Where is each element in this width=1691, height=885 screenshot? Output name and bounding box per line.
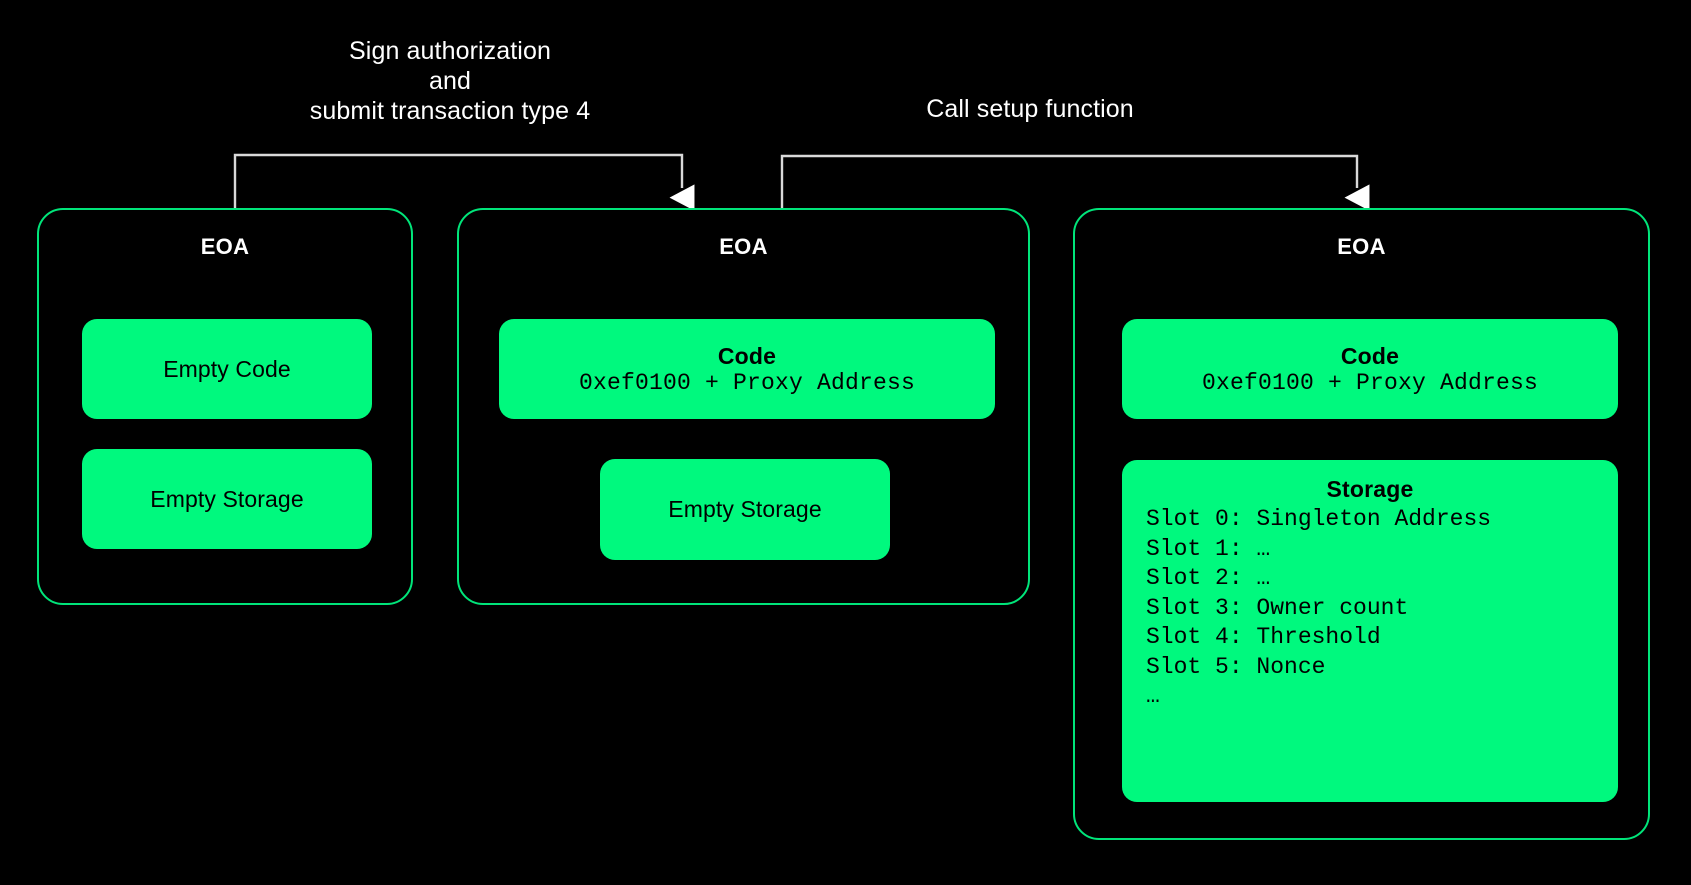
- box-code-delegation: Code 0xef0100 + Proxy Address: [499, 319, 995, 419]
- panel-title-eoa-3: EOA: [1337, 234, 1386, 259]
- box-storage-heading: Storage: [1326, 476, 1414, 502]
- eoa-panel-initialized: EOA Code 0xef0100 + Proxy Address Storag…: [1073, 208, 1650, 840]
- box-empty-storage: Empty Storage: [600, 459, 890, 560]
- step-label-call-setup-function: Call setup function: [926, 95, 1134, 123]
- storage-slot-line: …: [1146, 683, 1160, 709]
- step-label-sign-authorization: Sign authorization and submit transactio…: [309, 37, 591, 125]
- box-code-heading: Code: [1340, 342, 1400, 369]
- box-empty-code: Empty Code: [82, 319, 372, 419]
- arrow-step-1: [233, 153, 695, 211]
- storage-slot-line: Slot 0: Singleton Address: [1146, 506, 1492, 532]
- box-code-delegation-designator: 0xef0100 + Proxy Address: [578, 369, 916, 396]
- eoa-panel-initial: EOA Empty Code Empty Storage: [37, 208, 413, 605]
- box-code-delegation: Code 0xef0100 + Proxy Address: [1122, 319, 1618, 419]
- storage-slot-line: Slot 4: Threshold: [1146, 624, 1381, 650]
- panel-title-eoa-2: EOA: [719, 234, 768, 259]
- storage-slot-line: Slot 2: …: [1146, 565, 1271, 591]
- storage-slot-line: Slot 5: Nonce: [1146, 653, 1326, 680]
- box-empty-storage-label: Empty Storage: [150, 485, 304, 512]
- box-empty-storage: Empty Storage: [82, 449, 372, 549]
- box-code-heading: Code: [717, 342, 777, 369]
- box-empty-storage-label: Empty Storage: [668, 496, 822, 522]
- storage-slot-line: Slot 1: …: [1146, 535, 1271, 562]
- arrow-step-2: [780, 154, 1370, 211]
- box-code-delegation-designator: 0xef0100 + Proxy Address: [1201, 369, 1539, 396]
- storage-slot-line: Slot 3: Owner count: [1146, 594, 1409, 621]
- panel-title-eoa-1: EOA: [200, 234, 250, 259]
- box-empty-code-label: Empty Code: [163, 355, 291, 382]
- eoa-panel-delegated: EOA Code 0xef0100 + Proxy Address Empty …: [457, 208, 1030, 605]
